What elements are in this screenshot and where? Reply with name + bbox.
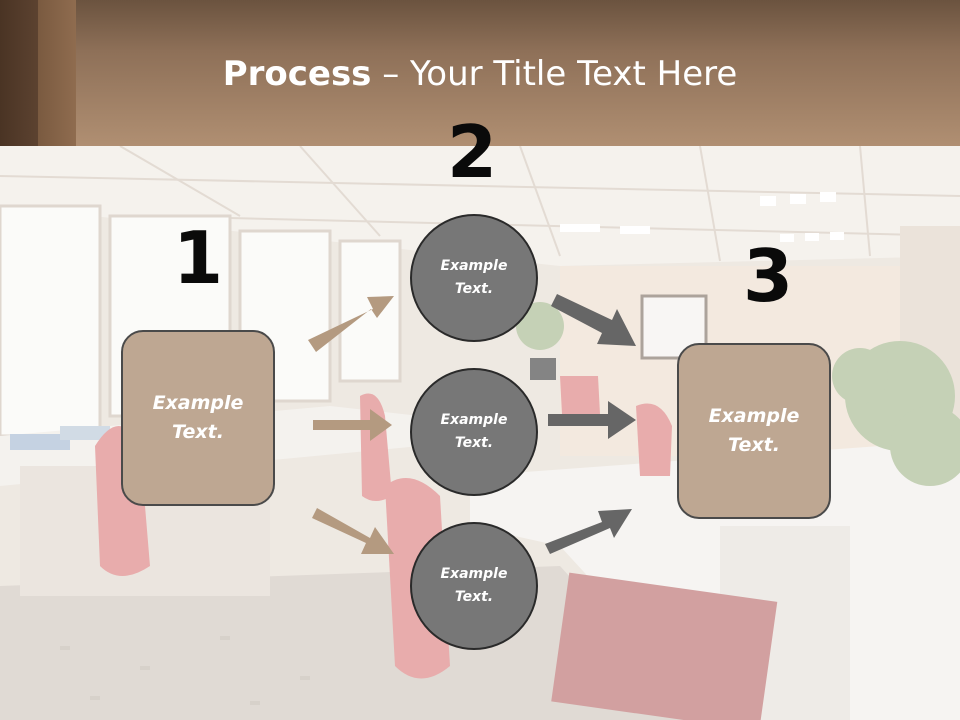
title-band xyxy=(0,0,960,146)
step-1-box[interactable]: Example Text. xyxy=(121,330,275,506)
step-3-box[interactable]: Example Text. xyxy=(677,343,831,519)
slide-title-bold: Process xyxy=(222,54,372,94)
step-number-3: 3 xyxy=(742,234,794,318)
arrow-1-to-middle xyxy=(313,409,392,441)
step-2-circle-middle-text: Example Text. xyxy=(440,412,508,451)
arrow-1-to-bottom xyxy=(312,508,394,554)
step-2-circle-bottom[interactable]: Example Text. xyxy=(410,522,538,650)
step-3-box-text: Example Text. xyxy=(708,405,800,456)
title-band-accent-mid xyxy=(38,0,76,146)
step-2-circle-middle[interactable]: Example Text. xyxy=(410,368,538,496)
step-number-2: 2 xyxy=(446,110,498,194)
slide-title-rest: – Your Title Text Here xyxy=(371,54,738,94)
step-2-circle-top-text: Example Text. xyxy=(440,258,508,297)
title-band-accent-dark xyxy=(0,0,38,146)
slide-title: Process – Your Title Text Here xyxy=(0,52,960,96)
step-number-1: 1 xyxy=(172,216,224,300)
arrow-bottom-to-3 xyxy=(545,509,632,554)
arrow-1-to-top xyxy=(308,296,394,352)
step-1-box-text: Example Text. xyxy=(152,392,244,443)
step-2-circle-top[interactable]: Example Text. xyxy=(410,214,538,342)
arrow-top-to-3 xyxy=(551,294,636,346)
arrow-middle-to-3 xyxy=(548,401,636,439)
step-2-circle-bottom-text: Example Text. xyxy=(440,566,508,605)
